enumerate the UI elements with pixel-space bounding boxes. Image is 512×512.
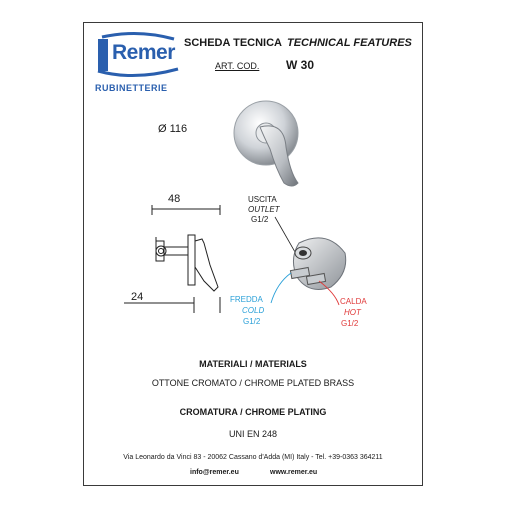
outlet-size: G1/2	[251, 215, 269, 224]
cold-label-it: FREDDA	[230, 295, 263, 304]
footer-email-link[interactable]: info@remer.eu	[190, 469, 239, 476]
plating-value: UNI EN 248	[228, 429, 278, 439]
code-label: ART. COD.	[215, 61, 260, 71]
title-italian: SCHEDA TECNICA	[184, 37, 282, 49]
code-value: W 30	[286, 58, 315, 72]
front-view-drawing	[233, 100, 299, 187]
title-english: TECHNICAL FEATURES	[287, 37, 412, 49]
footer-website-link[interactable]: www.remer.eu	[270, 469, 318, 476]
technical-sheet: Remer RUBINETTERIE SCHEDA TECNICA TECHNI…	[83, 22, 423, 486]
valve-body-drawing	[270, 216, 347, 306]
logo-swoosh-icon	[97, 31, 179, 77]
hot-label-it: CALDA	[340, 297, 367, 306]
remer-logo: Remer RUBINETTERIE	[94, 31, 180, 101]
offset-dimension: 24	[131, 291, 144, 303]
logo-wordmark: Remer	[112, 41, 175, 64]
footer-address: Via Leonardo da Vinci 83 - 20062 Cassano…	[123, 454, 383, 461]
side-view-drawing	[124, 205, 221, 313]
hot-size: G1/2	[341, 319, 359, 328]
hot-label-en: HOT	[344, 308, 361, 317]
cold-size: G1/2	[243, 317, 261, 326]
depth-dimension: 48	[168, 193, 181, 205]
diameter-label: Ø 116	[158, 123, 188, 135]
outlet-label-it: USCITA	[248, 195, 277, 204]
materials-heading: MATERIALI / MATERIALS	[199, 359, 307, 369]
outlet-label-en: OUTLET	[248, 205, 280, 214]
cold-label-en: COLD	[242, 306, 265, 315]
logo-subtitle: RUBINETTERIE	[95, 83, 168, 93]
plating-heading: CROMATURA / CHROME PLATING	[179, 407, 327, 417]
materials-value: OTTONE CROMATO / CHROME PLATED BRASS	[151, 378, 355, 388]
